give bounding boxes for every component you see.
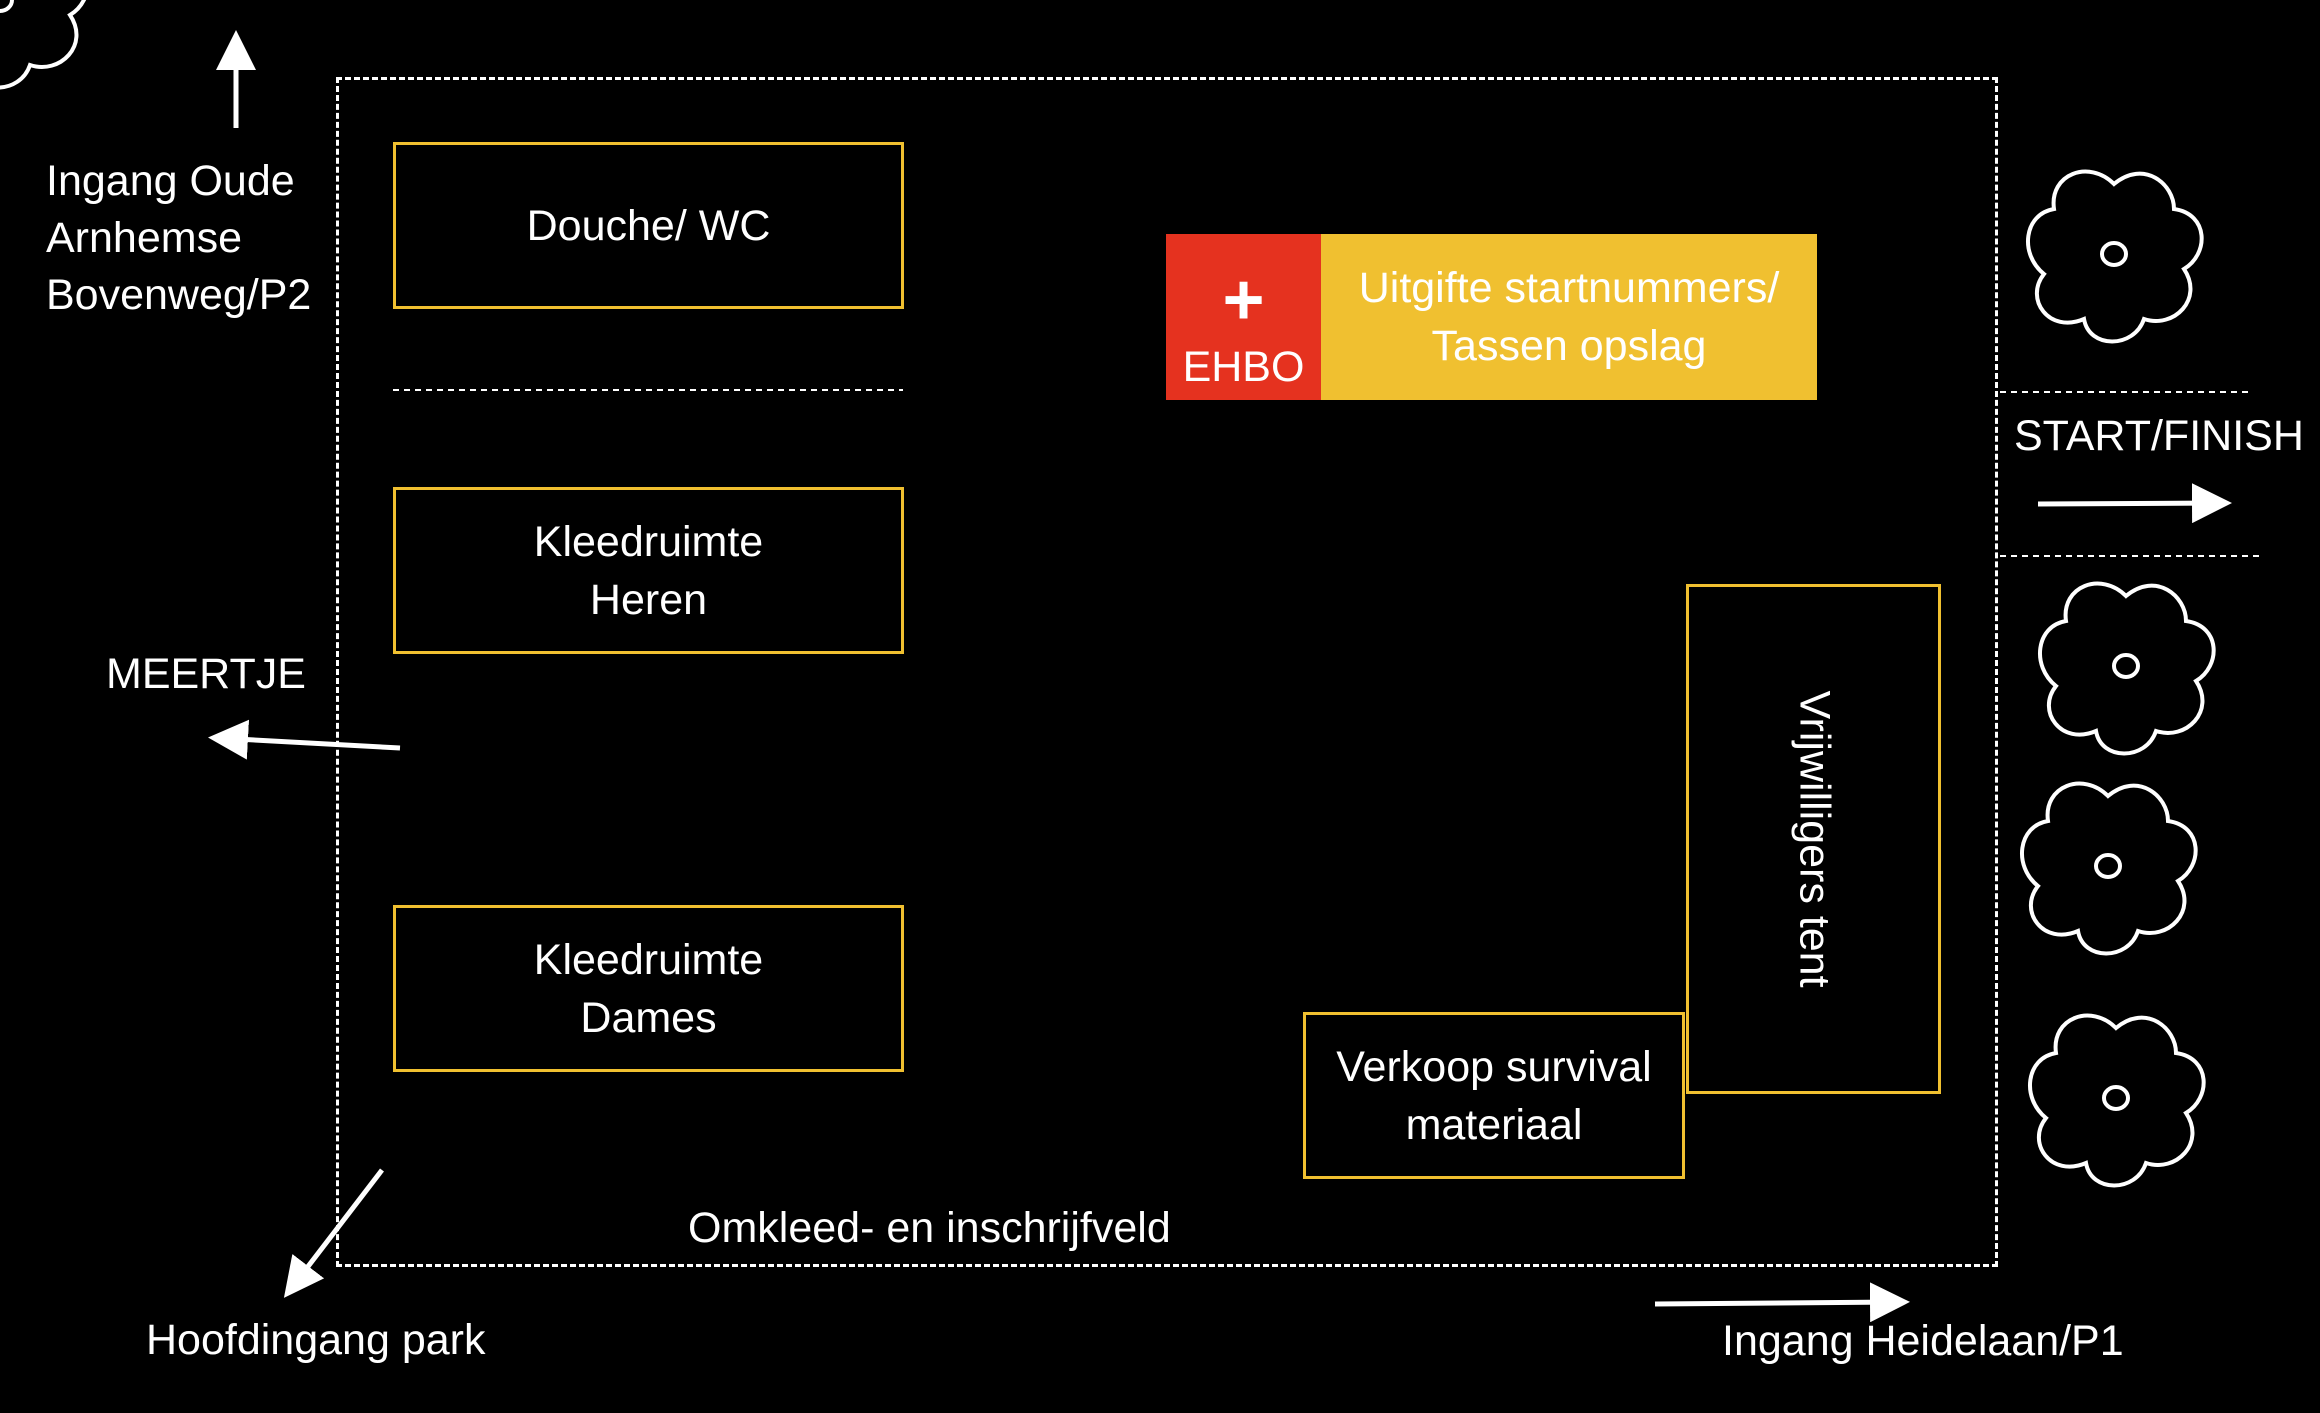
first-aid-cross-icon: + — [1222, 260, 1265, 340]
tree-icon — [2026, 169, 2204, 344]
start-finish-label: START/FINISH — [2014, 412, 2304, 460]
arrow-start-finish-icon — [2037, 483, 2232, 524]
tree-icon — [2028, 1013, 2206, 1188]
arrow-east-icon — [1654, 1282, 1910, 1323]
tree-icon — [2020, 781, 2198, 956]
vrijwilligers-tent-label: Vrijwilligers tent — [1790, 690, 1838, 988]
arrow-southwest-icon — [283, 1168, 384, 1298]
kleedruimte-dames-box: Kleedruimte Dames — [393, 905, 904, 1072]
ingang-heidelaan-label: Ingang Heidelaan/P1 — [1722, 1317, 2124, 1365]
ehbo-label: EHBO — [1182, 343, 1305, 391]
ehbo-box: + EHBO — [1166, 234, 1321, 400]
tree-icon — [0, 0, 87, 90]
tree-icon — [2038, 581, 2216, 756]
hoofdingang-label: Hoofdingang park — [146, 1316, 486, 1364]
arrow-west-icon — [208, 719, 401, 760]
verkoop-survival-box: Verkoop survival materiaal — [1303, 1012, 1685, 1179]
field-boundary — [336, 77, 1998, 1267]
ingang-oude-label: Ingang Oude Arnhemse Bovenweg/P2 — [46, 157, 312, 319]
field-label: Omkleed- en inschrijfveld — [688, 1204, 1171, 1252]
uitgifte-startnummers-box: Uitgifte startnummers/ Tassen opslag — [1321, 234, 1817, 400]
meertje-label: MEERTJE — [106, 650, 306, 698]
kleedruimte-heren-box: Kleedruimte Heren — [393, 487, 904, 654]
vrijwilligers-tent-box: Vrijwilligers tent — [1686, 584, 1941, 1094]
douche-wc-box: Douche/ WC — [393, 142, 904, 309]
